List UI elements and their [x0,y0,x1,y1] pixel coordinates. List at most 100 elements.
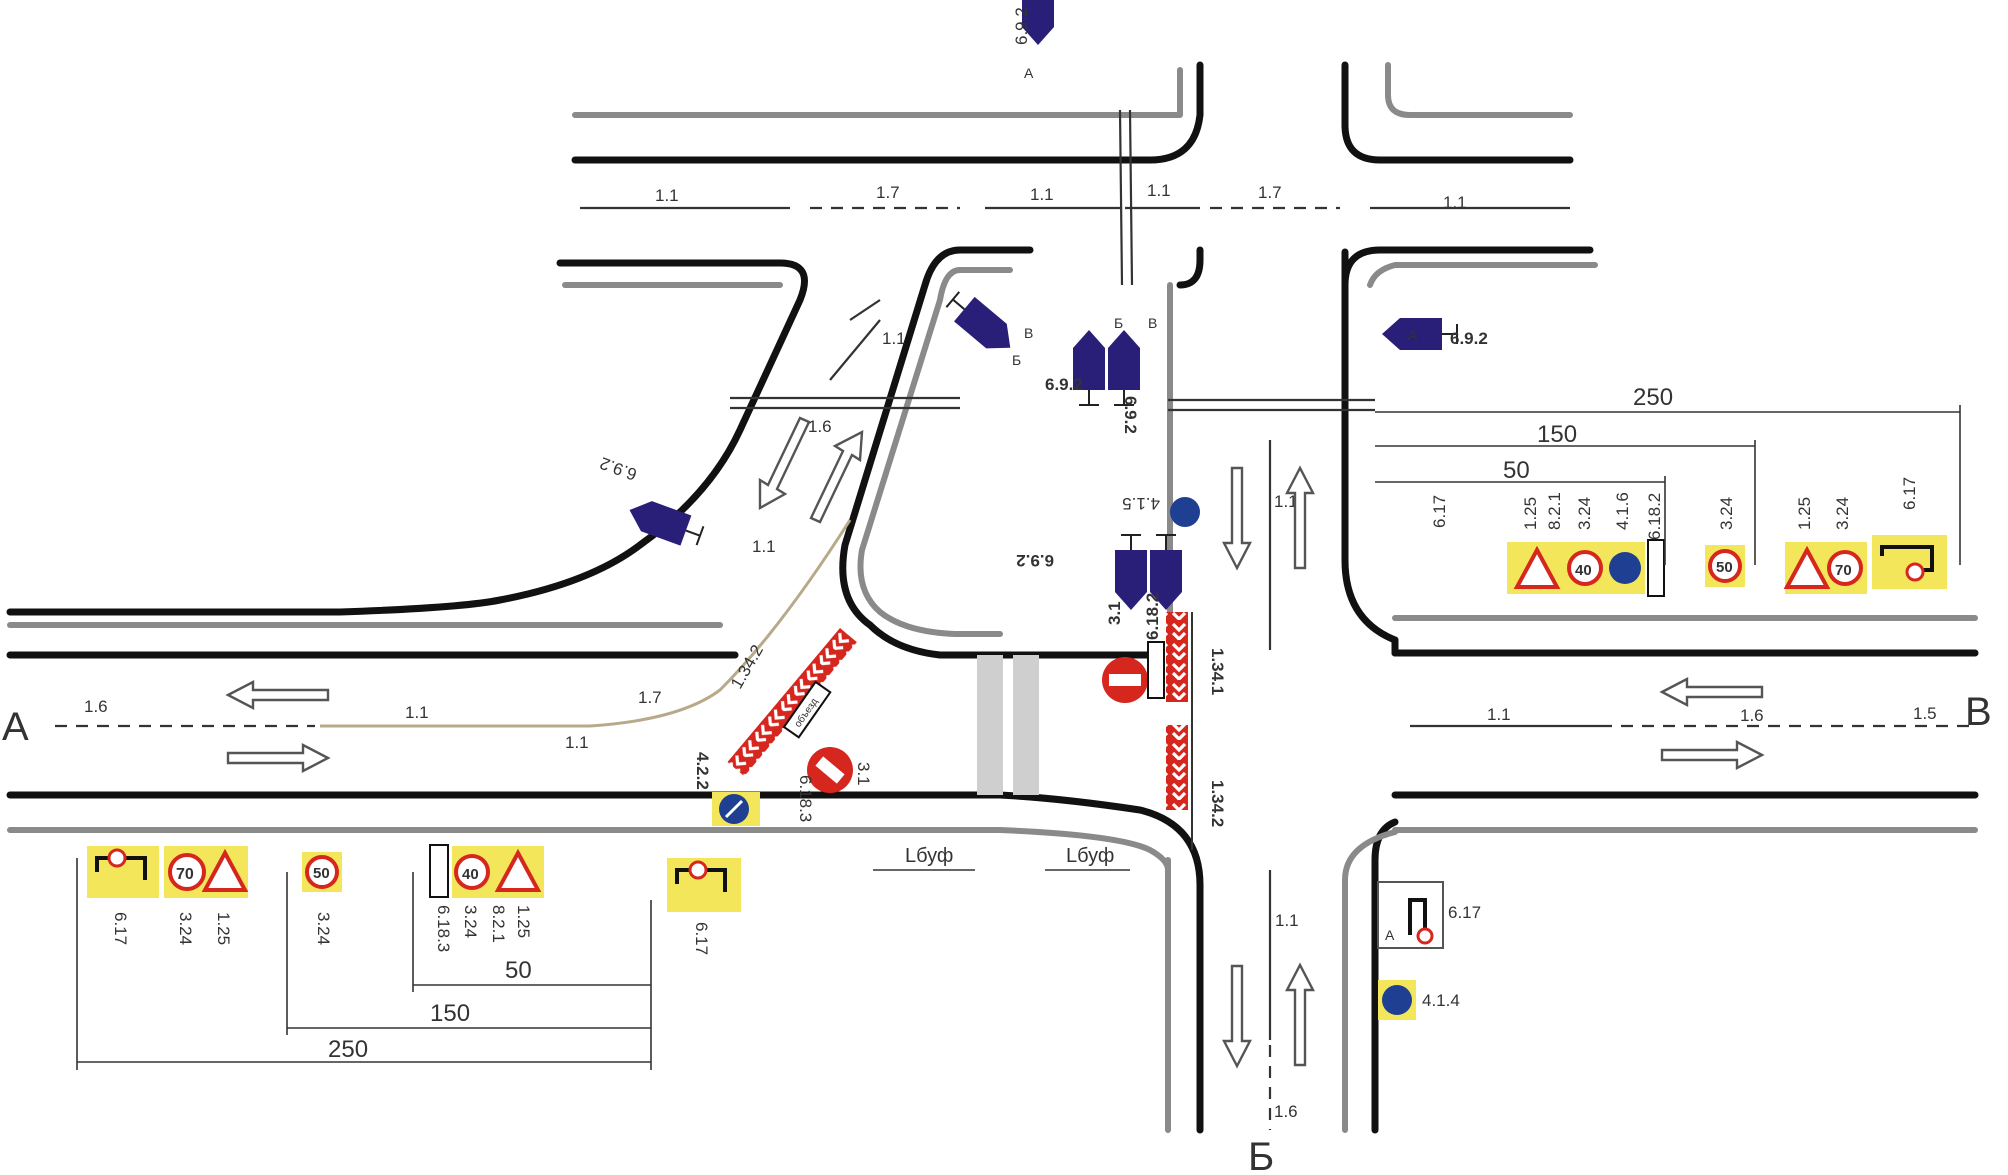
distance-250-label: 250 [1633,384,1673,411]
buffer-length-label: Lбуф [1066,845,1114,867]
distance-250-label: 250 [328,1036,368,1063]
speed-value: 50 [313,865,330,882]
sign-6-17-label: 6.17 [692,922,711,955]
detour-sign-icon [1647,539,1665,597]
arrow-down-icon [1222,964,1252,1069]
marking-labels: 1.1 1.7 1.1 1.1 1.7 1.1 1.1 1.6 1.1 1.6 … [84,181,1937,1121]
straight-or-right-sign-icon [1382,985,1412,1015]
closure-signs: 3.1 объезд 6.18.3 4.2.2 1.34.2 3.1 6.18.… [693,494,1227,871]
sign-3-24-label: 3.24 [1575,497,1594,530]
speed-value: 40 [1575,562,1592,579]
sign-letter: А [1385,927,1395,943]
arrow-up-icon [1285,962,1315,1067]
sign-letter: Б [1012,352,1021,368]
speed-limit-sign-icon [1567,550,1603,586]
speed-limit-sign-icon [168,853,206,891]
sign-1-34-1-label: 1.34.1 [1208,648,1227,695]
sign-6-17-label: 6.17 [1430,495,1449,528]
marking-1-1-label: 1.1 [1443,193,1467,212]
point-a-label: А [2,705,29,749]
sign-3-24-label: 3.24 [461,905,480,938]
roadworks-sign-icon [494,848,542,892]
barrier-1-34-1-icon [1166,612,1188,702]
speed-value: 70 [1835,562,1852,579]
approach-signs-left: 6.17 70 3.24 1.25 50 3.24 40 6.18.3 3.24… [87,844,741,955]
sign-6-9-2-label: 6.9.2 [1045,375,1083,394]
marking-1-5-label: 1.5 [1913,704,1937,723]
dimension-lines: 50 150 250 250 150 50 [76,384,1961,1070]
sign-6-18-2-label: 6.18.2 [1143,593,1162,640]
sign-4-1-5-label: 4.1.5 [1122,494,1160,513]
marking-1-6-label: 1.6 [1740,706,1764,725]
distance-150-label: 150 [430,1000,470,1027]
distance-50-label: 50 [505,957,532,984]
sign-1-25-label: 1.25 [514,905,533,938]
speed-limit-sign-icon [305,855,339,889]
sign-6-9-2-label: 6.9.2 [1450,329,1488,348]
arrow-down-left-icon [758,416,811,511]
sign-3-24-label: 3.24 [176,912,195,945]
marking-1-1-label: 1.1 [1147,181,1171,200]
marking-1-1-label: 1.1 [565,733,589,752]
speed-value: 40 [462,866,479,883]
point-b-label: Б [1248,1135,1274,1175]
marking-1-1-label: 1.1 [882,329,906,348]
marking-1-1-label: 1.1 [752,537,776,556]
sign-6-18-3-label: 6.18.3 [796,775,815,822]
sign-1-34-2-label: 1.34.2 [1208,780,1227,827]
speed-limit-sign-icon [1708,549,1742,583]
detour-sign-icon [1147,641,1165,699]
roadworks-sign-icon [1513,545,1561,589]
approach-signs-right: 40 1.25 8.2.1 3.24 4.1.6 6.18.2 6.17 50 … [1377,477,1947,1020]
sign-letter: А [1024,65,1034,81]
marking-1-1-label: 1.1 [1487,705,1511,724]
sign-6-17-label: 6.17 [1900,477,1919,510]
sign-6-9-2-label: 6.9.2 [1121,396,1140,434]
sign-3-24-label: 3.24 [1717,497,1736,530]
straight-or-left-sign-icon [1170,497,1200,527]
sign-letter: В [1024,325,1033,341]
sign-6-9-2-label: 6.9.2 [1016,551,1054,570]
arrow-right-icon [226,743,331,773]
arrow-up-icon [1285,465,1315,570]
road-network [6,61,1979,1134]
speed-limit-sign-icon [454,854,490,890]
sign-6-18-3-label: 6.18.3 [434,905,453,952]
marking-1-1-label: 1.1 [1274,492,1298,511]
marking-1-1-label: 1.1 [1030,185,1054,204]
buffer-strips [977,655,1039,795]
sign-6-17-label: 6.17 [1448,903,1481,922]
sign-3-24-label: 3.24 [1833,497,1852,530]
marking-1-6-label: 1.6 [808,417,832,436]
roadworks-sign-icon [1783,545,1831,589]
sign-6-17-label: 6.17 [111,912,130,945]
sign-8-2-1-label: 8.2.1 [1545,492,1564,530]
detour-scheme-sign-icon [1872,535,1947,589]
sign-4-2-2-label: 4.2.2 [693,752,712,790]
marking-1-7-label: 1.7 [638,688,662,707]
sign-1-25-label: 1.25 [1521,497,1540,530]
distance-50-label: 50 [1503,457,1530,484]
straight-or-right-sign-icon [1609,552,1641,584]
roadworks-sign-icon [201,848,249,892]
marking-1-1-label: 1.1 [655,186,679,205]
detour-sign-icon [782,680,832,739]
speed-value: 70 [176,866,194,883]
barrier-1-34-2-icon [1166,725,1188,810]
sign-4-1-6-label: 4.1.6 [1613,492,1632,530]
traffic-arrows [225,416,1765,1069]
sign-1-34-2-label: 1.34.2 [727,642,767,692]
sign-1-25-label: 1.25 [214,912,233,945]
sign-3-1-label: 3.1 [854,762,873,786]
sign-letter: А [1408,327,1418,343]
sign-3-24-label: 3.24 [314,912,333,945]
barrier-1-34-2-icon [727,628,857,777]
route-endpoints: А В Б [2,690,1992,1175]
speed-limit-sign-icon [1827,550,1863,586]
buffer-length-label: Lбуф [905,845,953,867]
barriers [727,612,1193,850]
direction-signs: 6.9.2 А А 6.9.2 Б В 6.9.2 В Б 6.9.2 6.9.… [597,0,1488,611]
detour-sign-icon [429,844,449,898]
marking-1-1-label: 1.1 [1275,911,1299,930]
